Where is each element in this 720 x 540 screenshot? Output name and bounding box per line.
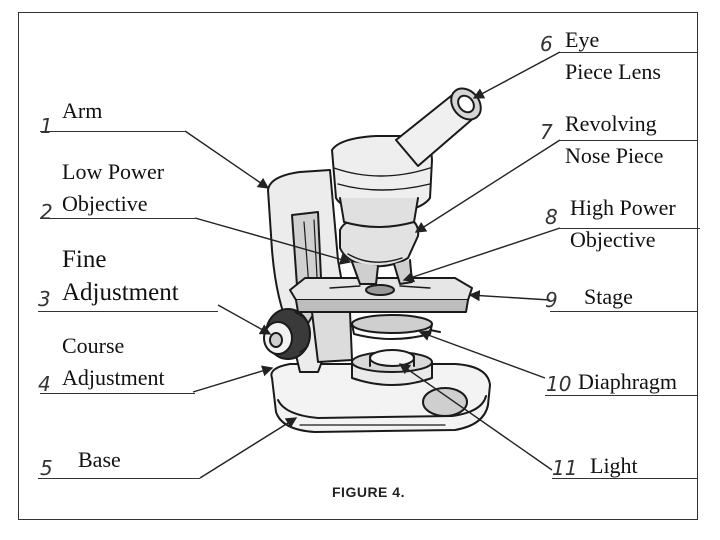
label-revolving-nose-piece-line-1: Revolving	[565, 111, 657, 136]
label-light-line-1: Light	[590, 453, 638, 478]
microscope-base	[270, 363, 491, 433]
label-number-revolving-nose-piece: 7	[540, 120, 553, 144]
underline-revolving-nose-piece	[560, 140, 698, 141]
diagram-frame	[18, 12, 698, 520]
label-base: Base	[78, 444, 121, 476]
label-number-diaphragm: 10	[546, 372, 572, 396]
underline-low-power-objective	[40, 218, 195, 219]
label-course-adjustment-line-2: Adjustment	[62, 365, 165, 390]
underline-light	[552, 478, 697, 479]
label-arm: Arm	[62, 95, 102, 127]
leader-line-fine-adjustment	[217, 304, 272, 335]
underline-base	[38, 478, 200, 479]
label-low-power-objective-line-1: Low Power	[62, 159, 165, 184]
microscope-light-housing	[351, 349, 433, 386]
figure-caption: FIGURE 4.	[332, 484, 405, 500]
label-revolving-nose-piece-line-2: Nose Piece	[565, 143, 664, 168]
label-eye-piece-lens: Eye Piece Lens	[565, 24, 661, 88]
underline-arm	[40, 131, 185, 132]
underline-high-power-objective	[560, 228, 700, 229]
leader-line-stage	[468, 290, 551, 302]
leader-line-revolving-nose-piece	[414, 139, 561, 233]
leader-line-light	[398, 363, 553, 471]
label-number-stage: 9	[545, 288, 558, 312]
label-stage-line-1: Stage	[584, 284, 633, 309]
label-stage: Stage	[584, 281, 633, 313]
label-number-low-power-objective: 2	[40, 200, 53, 224]
microscope-stage	[289, 277, 473, 313]
underline-stage	[550, 311, 698, 312]
label-revolving-nose-piece: Revolving Nose Piece	[565, 108, 663, 172]
microscope-diaphragm-ring	[351, 314, 441, 340]
label-low-power-objective-line-2: Objective	[62, 191, 148, 216]
label-fine-adjustment-line-1: Fine	[62, 246, 107, 273]
label-light: Light	[590, 450, 638, 482]
microscope-focus-knob	[263, 308, 311, 360]
label-number-light: 11	[552, 456, 578, 480]
label-diaphragm: Diaphragm	[578, 366, 677, 398]
label-number-arm: 1	[40, 114, 53, 138]
label-high-power-objective-line-1: High Power	[570, 195, 676, 220]
label-fine-adjustment: Fine Adjustment	[62, 243, 179, 309]
label-number-base: 5	[40, 456, 53, 480]
label-course-adjustment: Course Adjustment	[62, 330, 165, 394]
leader-line-diaphragm	[418, 330, 546, 379]
label-eye-piece-lens-line-2: Piece Lens	[565, 59, 661, 84]
label-fine-adjustment-line-2: Adjustment	[62, 279, 179, 306]
label-course-adjustment-line-1: Course	[62, 333, 125, 358]
underline-eye-piece-lens	[560, 52, 698, 53]
label-low-power-objective: Low Power Objective	[62, 156, 164, 220]
underline-fine-adjustment	[38, 311, 218, 312]
microscope-eyepiece	[395, 87, 482, 167]
label-base-line-1: Base	[78, 447, 121, 472]
leader-line-arm	[184, 130, 270, 189]
label-number-course-adjustment: 4	[38, 372, 51, 396]
leader-line-high-power-objective	[402, 227, 561, 283]
leader-line-low-power-objective	[194, 217, 352, 265]
underline-diaphragm	[545, 395, 698, 396]
label-diaphragm-line-1: Diaphragm	[578, 369, 677, 394]
label-number-high-power-objective: 8	[545, 205, 558, 229]
label-number-fine-adjustment: 3	[38, 287, 51, 311]
microscope-head	[331, 135, 433, 228]
label-high-power-objective-line-2: Objective	[570, 227, 656, 252]
label-number-eye-piece-lens: 6	[540, 32, 553, 56]
label-eye-piece-lens-line-1: Eye	[565, 27, 600, 52]
leader-line-eye-piece-lens	[472, 51, 561, 99]
underline-course-adjustment	[40, 393, 195, 394]
microscope-nosepiece	[339, 215, 420, 285]
leader-line-course-adjustment	[192, 365, 274, 393]
label-arm-line-1: Arm	[62, 98, 103, 123]
label-high-power-objective: High Power Objective	[570, 192, 676, 256]
leader-line-base	[199, 417, 298, 479]
